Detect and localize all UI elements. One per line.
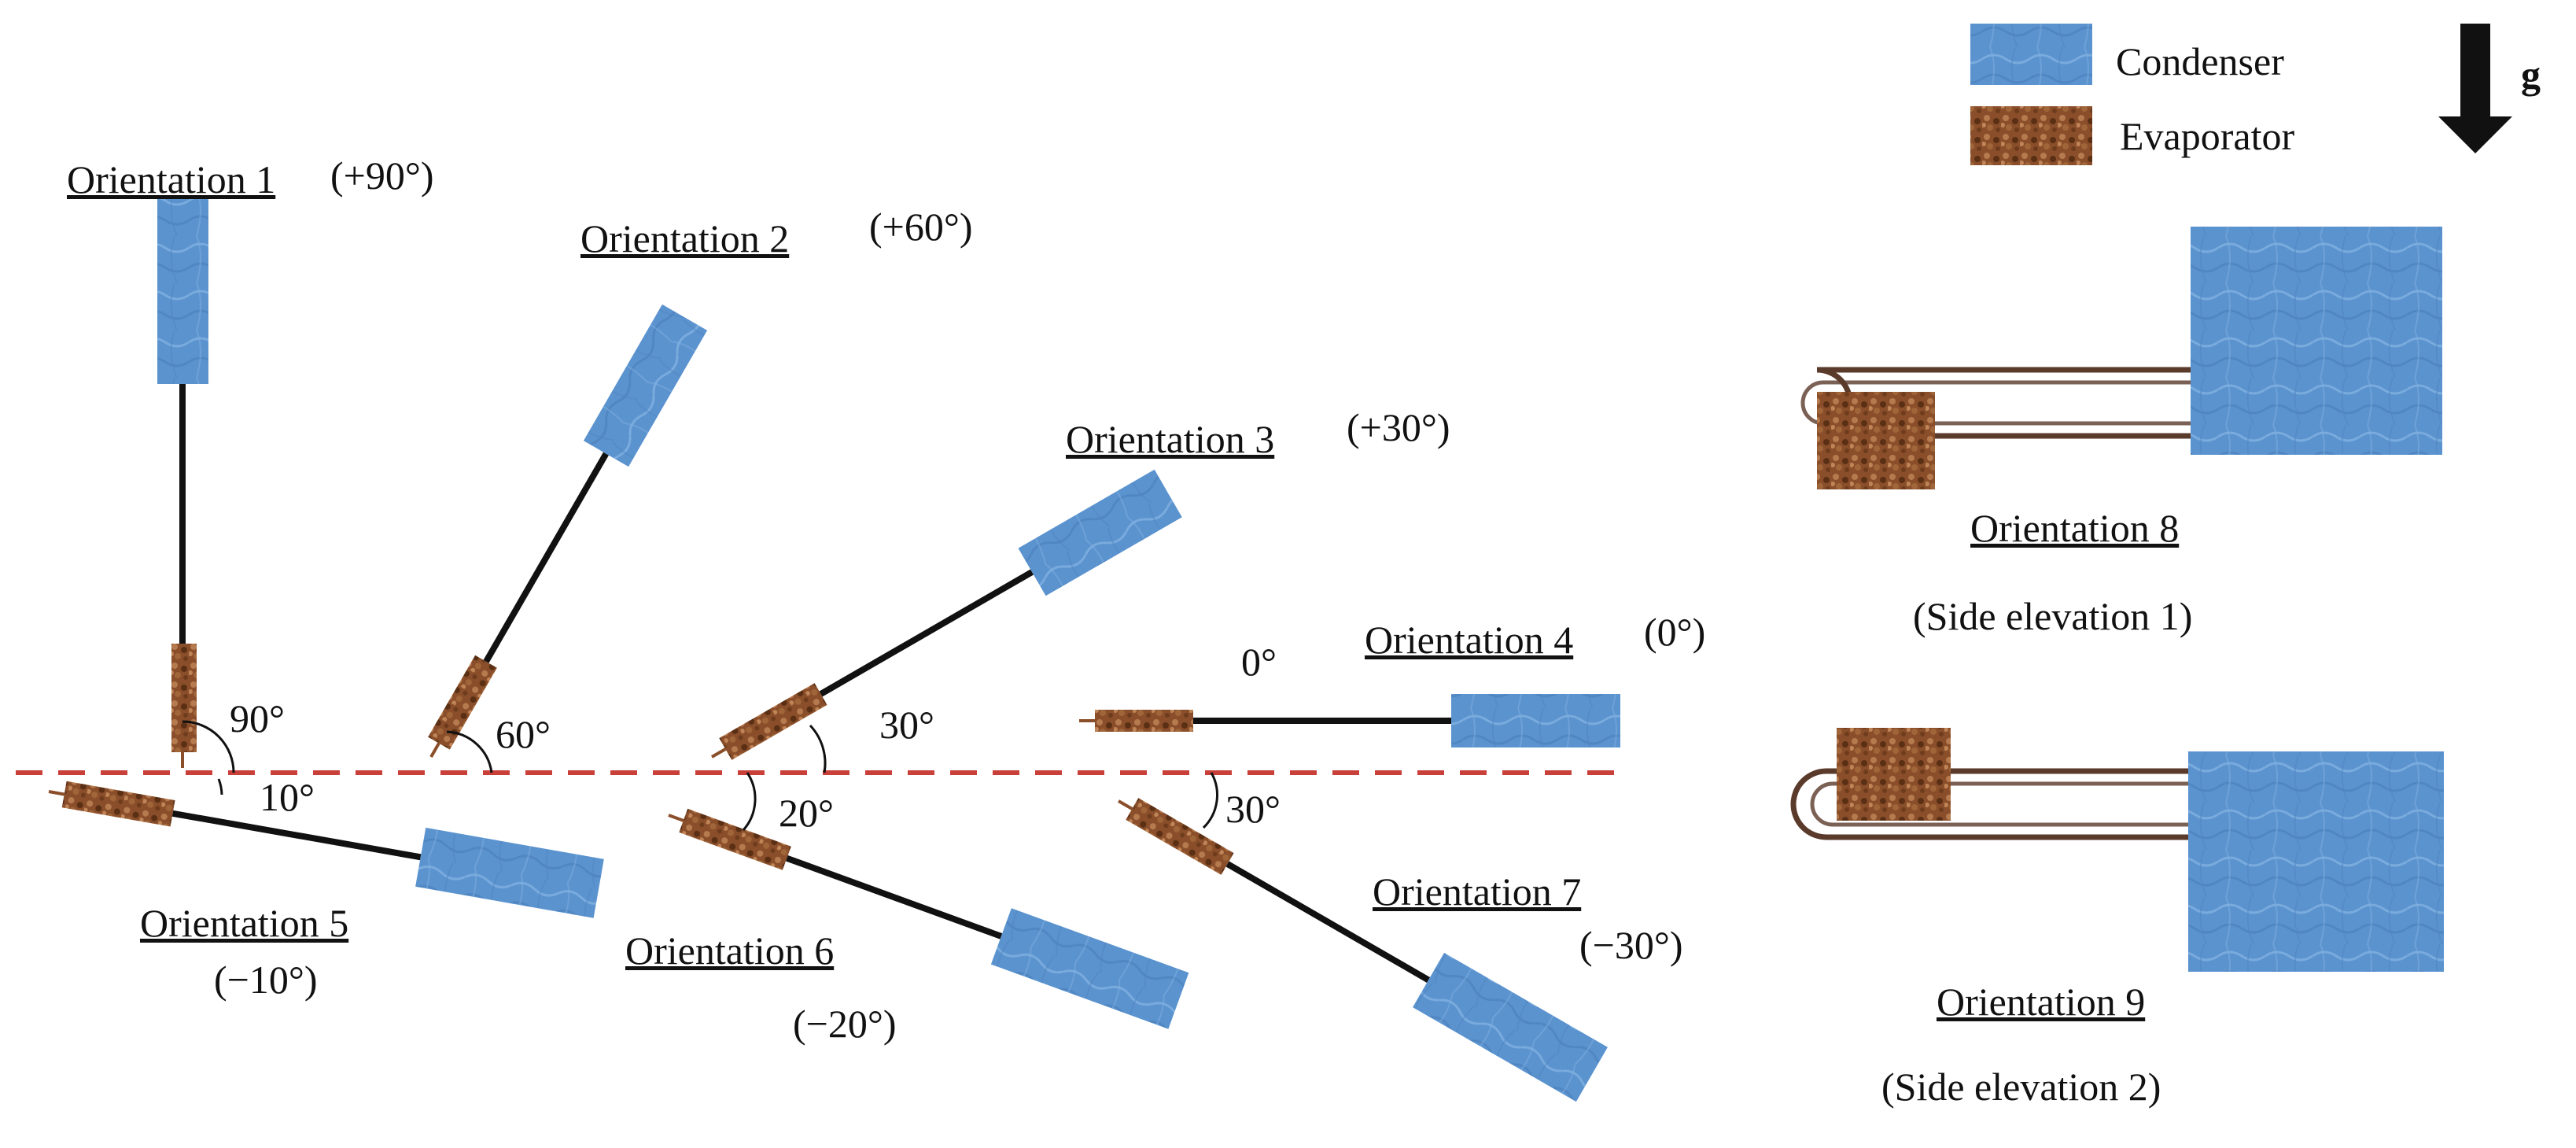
tube-2 xyxy=(483,452,609,663)
evaporator-3 xyxy=(719,683,827,760)
orientation-3-label: Orientation 3 xyxy=(1066,417,1274,461)
orientation-7-angle: (−30°) xyxy=(1579,923,1683,967)
side-elevation-1 xyxy=(1800,227,2442,489)
orientation-1-label: Orientation 1 xyxy=(67,157,275,201)
angle-arc-1 xyxy=(182,720,235,773)
angle-arc-5 xyxy=(217,778,223,795)
side-evaporator-2 xyxy=(1837,728,1951,821)
tube-6 xyxy=(785,855,1003,939)
evaporator-7 xyxy=(1126,798,1234,875)
orientation-5-angle: (−10°) xyxy=(214,958,318,1002)
gravity-label: g xyxy=(2521,53,2541,97)
side-tube-inner-1 xyxy=(1800,380,2191,426)
evaporator-tip-5 xyxy=(48,790,65,796)
side-condenser-1 xyxy=(2191,227,2442,455)
legend-condenser-swatch xyxy=(1970,24,2092,85)
angle-label-0: 0° xyxy=(1241,640,1277,684)
heat-pipe-orientation-5 xyxy=(48,781,604,918)
side-condenser-2 xyxy=(2188,751,2444,972)
evaporator-2 xyxy=(428,655,497,750)
orientation-9-label: Orientation 9 xyxy=(1937,980,2145,1024)
angle-label-30-down: 30° xyxy=(1225,787,1281,831)
orientation-8-caption: (Side elevation 1) xyxy=(1913,594,2192,638)
angle-arc-6 xyxy=(742,772,757,831)
angle-label-10: 10° xyxy=(260,775,315,819)
legend-evaporator-swatch xyxy=(1970,106,2092,165)
evaporator-4 xyxy=(1095,710,1193,732)
angle-arc-3 xyxy=(809,724,827,773)
gravity-arrow-head xyxy=(2438,116,2512,153)
orientation-2-label: Orientation 2 xyxy=(580,216,789,260)
condenser-1 xyxy=(157,199,208,384)
side-tube-inner-2 xyxy=(1810,781,2188,827)
gravity-arrow xyxy=(2438,24,2512,153)
angle-arc-7 xyxy=(1202,772,1218,829)
tube-7 xyxy=(1225,861,1431,983)
orientation-9-caption: (Side elevation 2) xyxy=(1881,1065,2161,1109)
angle-arc-2 xyxy=(446,730,493,773)
evaporator-tip-6 xyxy=(668,814,684,822)
condenser-2 xyxy=(583,304,708,467)
condenser-6 xyxy=(990,908,1189,1029)
tube-5 xyxy=(171,810,422,861)
orientation-3-angle: (+30°) xyxy=(1347,405,1450,449)
condenser-7 xyxy=(1413,952,1608,1102)
evaporator-1 xyxy=(171,644,197,752)
angle-label-20: 20° xyxy=(779,791,834,835)
evaporator-5 xyxy=(61,781,175,827)
heat-pipe-orientation-2 xyxy=(428,304,708,758)
evaporator-tip-7 xyxy=(1118,799,1133,810)
condenser-4 xyxy=(1451,694,1620,747)
orientation-4-angle: (0°) xyxy=(1644,610,1705,654)
angle-label-60: 60° xyxy=(496,712,551,756)
side-tube-outer-2 xyxy=(1790,768,2188,840)
angle-label-90: 90° xyxy=(230,696,285,740)
orientation-4-label: Orientation 4 xyxy=(1365,618,1573,662)
orientation-6-label: Orientation 6 xyxy=(625,928,834,973)
side-elevation-2 xyxy=(1790,728,2444,972)
tube-3 xyxy=(819,569,1034,697)
legend-evaporator-label: Evaporator xyxy=(2120,114,2294,158)
heat-pipe-orientation-1 xyxy=(157,199,235,773)
gravity-arrow-shaft xyxy=(2460,24,2490,118)
heat-pipe-orientation-4 xyxy=(1079,694,1620,747)
orientation-1-angle: (+90°) xyxy=(330,153,434,197)
orientation-8-label: Orientation 8 xyxy=(1970,506,2179,550)
legend: Condenser Evaporator xyxy=(1970,24,2294,165)
orientation-6-angle: (−20°) xyxy=(793,1002,897,1046)
angle-label-30-up: 30° xyxy=(879,703,934,747)
orientation-7-label: Orientation 7 xyxy=(1373,869,1581,914)
evaporator-tip-2 xyxy=(429,742,440,758)
evaporator-tip-3 xyxy=(711,747,727,759)
side-evaporator-1 xyxy=(1817,392,1935,489)
heat-pipe-orientation-3 xyxy=(711,469,1182,760)
orientation-5-label: Orientation 5 xyxy=(140,901,348,945)
condenser-3 xyxy=(1018,469,1182,596)
condenser-5 xyxy=(415,827,604,918)
orientation-2-angle: (+60°) xyxy=(869,205,973,249)
heat-pipe-orientation-7 xyxy=(1118,798,1608,1102)
evaporator-6 xyxy=(679,808,791,870)
heat-pipe-orientation-6 xyxy=(668,808,1189,1029)
legend-condenser-label: Condenser xyxy=(2116,39,2284,83)
